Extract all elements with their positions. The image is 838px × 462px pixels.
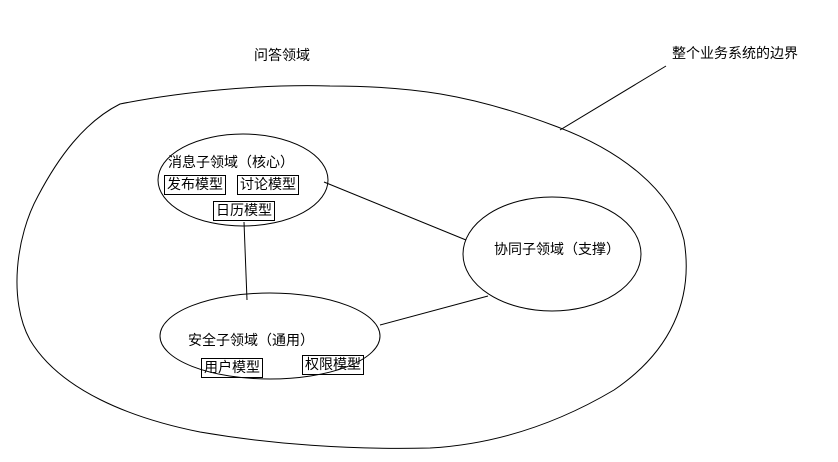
model-box-publish: 发布模型 (164, 175, 226, 195)
collab-domain-ellipse (462, 196, 642, 312)
link-message-collab (323, 181, 467, 241)
link-security-collab (379, 295, 489, 326)
model-box-user: 用户模型 (201, 358, 263, 378)
model-box-permission: 权限模型 (302, 355, 364, 375)
security-domain-label: 安全子领域（通用） (188, 333, 314, 349)
message-domain-ellipse (157, 133, 329, 227)
security-domain-ellipse (159, 292, 381, 380)
boundary-pointer-line (559, 65, 667, 131)
system-boundary (16, 85, 687, 449)
boundary-label: 整个业务系统的边界 (672, 46, 798, 62)
model-box-discussion: 讨论模型 (237, 175, 299, 195)
collab-domain-label: 协同子领域（支撑） (494, 242, 620, 258)
link-message-security (243, 221, 248, 301)
model-box-calendar: 日历模型 (213, 201, 275, 221)
diagram-title: 问答领域 (254, 48, 310, 64)
message-domain-label: 消息子领域（核心） (168, 155, 294, 171)
